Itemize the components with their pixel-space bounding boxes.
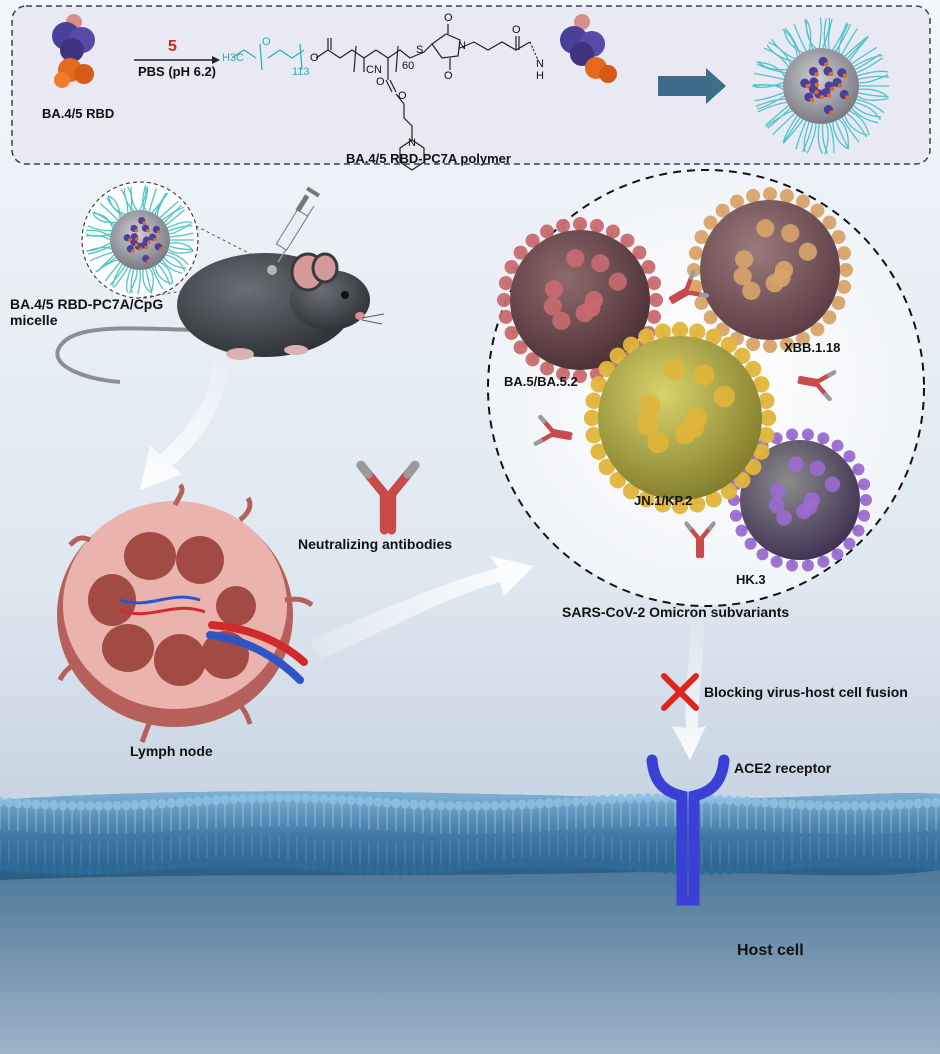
polymer-label: BA.4/5 RBD-PC7A polymer: [346, 151, 511, 166]
micelle-icon: [752, 17, 890, 155]
side-oxygen-2: O: [398, 90, 407, 102]
antibodies-label: Neutralizing antibodies: [298, 536, 453, 552]
cyano-group: CN: [366, 64, 382, 76]
ace2-receptor-icon: [646, 754, 730, 906]
scheme-box: [11, 5, 931, 165]
amide-nitrogen: N: [536, 58, 544, 70]
arrow-to-variants: [310, 556, 534, 660]
arrow-to-lymph-node: [140, 360, 226, 490]
side-oxygen-1: O: [376, 76, 385, 88]
variant-hk3-label: HK.3: [736, 572, 766, 587]
lipid-bilayer-pattern: [0, 793, 940, 875]
azepane-nitrogen: N: [408, 137, 416, 149]
micelle-label: BA.4/5 RBD-PC7A/CpG micelle: [10, 296, 164, 328]
assembly-arrow: [658, 68, 726, 104]
peg-methyl: H3C: [222, 52, 245, 64]
mouse-icon: [55, 252, 385, 384]
synthesis-scheme: [11, 5, 931, 171]
rbd-label: BA.4/5 RBD: [42, 106, 115, 121]
imide-oxygen-bottom: O: [444, 70, 453, 82]
neutralizing-antibody-icon: [356, 460, 420, 535]
inset-micelle-icon: [85, 185, 195, 295]
reagent-number: 5: [168, 38, 177, 55]
peg-oxygen: O: [262, 36, 271, 48]
reaction-condition: PBS (pH 6.2): [138, 64, 217, 79]
amide-oxygen: O: [512, 24, 521, 36]
peg-repeat: 113: [292, 66, 310, 78]
arrow-to-receptor: [672, 622, 706, 760]
ester-oxygen: O: [310, 52, 319, 64]
virus-particles: [497, 187, 872, 572]
polymer-structure: [231, 24, 539, 171]
thioether-sulfur: S: [416, 44, 424, 56]
ace2-label: ACE2 receptor: [734, 760, 832, 776]
amide-hydrogen: H: [536, 70, 544, 82]
lymph-node-label: Lymph node: [130, 743, 213, 759]
host-cell-label: Host cell: [737, 942, 804, 959]
conjugated-rbd-icon: [560, 14, 617, 83]
variant-xbb-label: XBB.1.18: [784, 340, 841, 355]
small-antibodies: [533, 269, 837, 559]
rbd-protein-icon: [52, 14, 95, 88]
block-repeat: 60: [402, 60, 415, 72]
blocking-label: Blocking virus-host cell fusion: [704, 684, 908, 700]
block-cross-icon: [661, 673, 699, 711]
variant-ba5-label: BA.5/BA.5.2: [504, 374, 578, 389]
omicron-label: SARS-CoV-2 Omicron subvariants: [562, 604, 790, 620]
lymph-node-icon: [57, 483, 314, 743]
variant-jn1-label: JN.1/KP.2: [634, 493, 693, 508]
imide-oxygen-top: O: [444, 12, 453, 24]
syringe-icon: [275, 186, 320, 263]
imide-nitrogen: N: [458, 40, 466, 52]
